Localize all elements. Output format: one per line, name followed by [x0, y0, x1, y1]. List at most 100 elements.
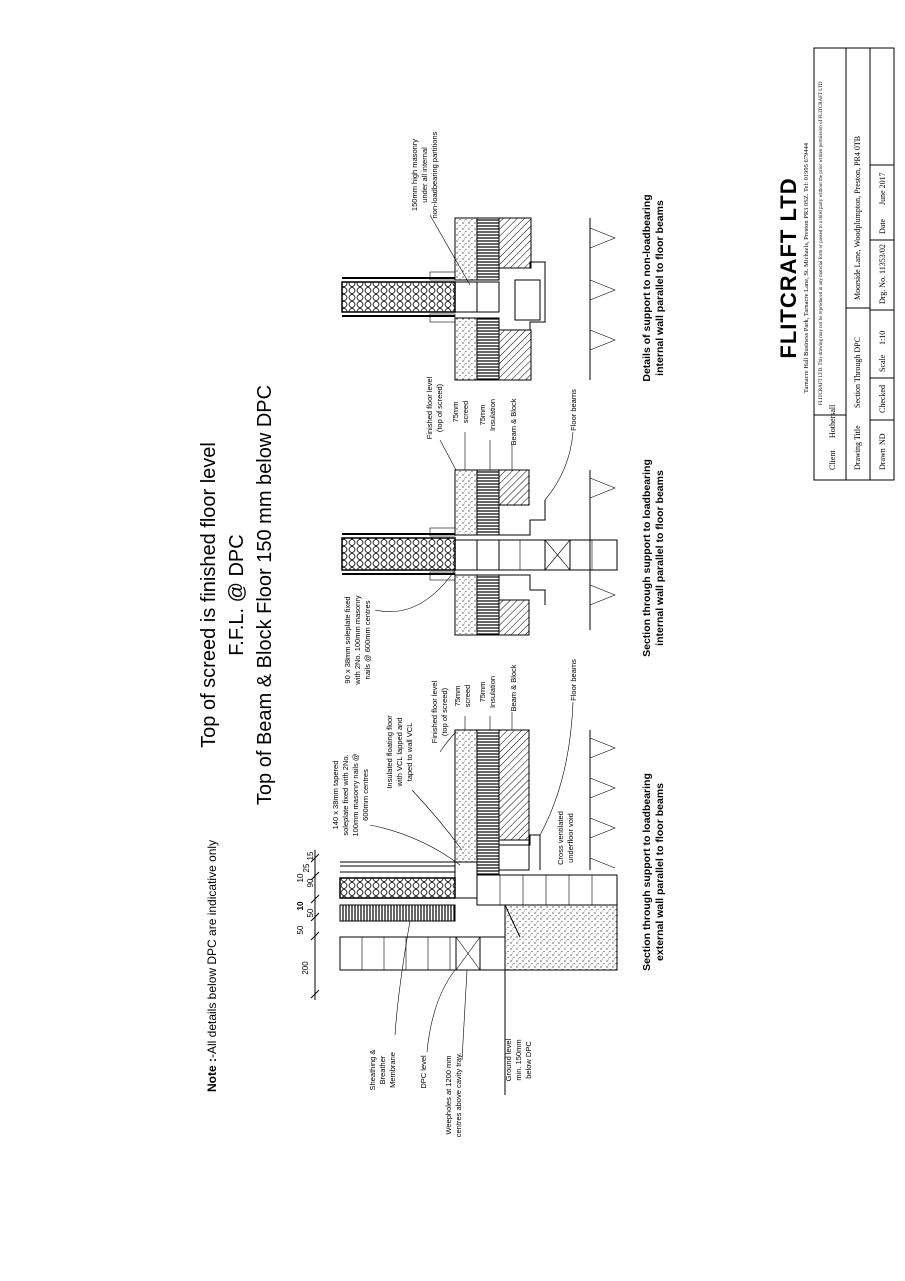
label-sole90-3: nails @ 600mm centres: [363, 600, 372, 679]
blockwork-lb: [498, 539, 618, 571]
label-insul1-1: 75mm: [478, 682, 487, 703]
section-title-3: Details of support to non-loadbearing in…: [641, 194, 666, 381]
label-sheathing-3: Membrane: [388, 1052, 397, 1088]
label-sole90-1: 90 x 38mm soleplate fixed: [343, 596, 352, 683]
label-ffl2-1: Finished floor level: [425, 376, 434, 439]
company-branding: FLITCRAFT LTD Tarnacre Hall Business Par…: [776, 142, 810, 393]
inner-blockwork: [476, 874, 618, 906]
drg-label: Drg. No.: [878, 276, 887, 304]
label-screed1-2: screed: [463, 685, 472, 708]
label-sole140-2: soleplate fixed with 2No.: [341, 754, 350, 835]
section-title-1-line2: external wall parallel to floor beams: [654, 783, 666, 961]
drawn-value: ND: [878, 433, 887, 445]
label-screed2-2: screed: [461, 401, 470, 424]
label-weepholes-2: centres above cavity tray.: [454, 1053, 463, 1137]
label-ground-1: Ground level: [504, 1038, 513, 1081]
nonloadbearing-labels: 150mm high masonry under all internal no…: [410, 131, 471, 286]
label-beamblock2: Beam & Block: [509, 398, 518, 445]
label-sole140-4: 600mm centres: [361, 769, 370, 821]
checked-label: Checked: [878, 385, 887, 413]
dim-90: 90: [306, 878, 315, 887]
section-title-3-line2: internal wall parallel to floor beams: [654, 200, 666, 376]
drawing-title-label: Drawing Title: [853, 425, 862, 470]
external-wall-labels: Sheathing & Breather Membrane DPC level …: [331, 659, 578, 1137]
screed-ext: [454, 729, 478, 863]
scale-label: Scale: [878, 354, 887, 372]
label-masonry-3: non-loadbearing partitions: [430, 131, 439, 218]
timber-frame-insulation: [339, 877, 456, 899]
label-ground-2: min. 150mm: [514, 1039, 523, 1080]
label-ffl1-1: Finished floor level: [430, 680, 439, 743]
label-sole90-2: with 2No. 100mm masonry: [353, 595, 362, 685]
section-title-2-line1: Section through support to loadbearing: [641, 459, 653, 657]
external-wall-section: 200 50 50 10 90 10 25 15: [296, 729, 618, 1095]
label-screed2-1: 75mm: [451, 402, 460, 423]
title-block: Client Hothersall FLITCRAFT LTD. This dr…: [813, 47, 895, 481]
label-ground-3: below DPC: [524, 1041, 533, 1079]
section-title-3-line1: Details of support to non-loadbearing: [641, 194, 653, 381]
sheathing-membrane: [339, 904, 456, 922]
title-block-frame: [813, 47, 895, 481]
drawing-title-value: Section Through DPC: [853, 337, 862, 408]
label-void-1: Cross ventilated: [556, 811, 565, 865]
section-title-1-line1: Section through support to loadbearing: [641, 773, 653, 971]
label-floating-1: Insulated floating floor: [385, 715, 394, 789]
partition-wall: [341, 281, 456, 313]
dim-10b: 10: [296, 873, 305, 882]
site-address: Moorside Lane, Woodplumpton, Preston, PR…: [853, 136, 862, 300]
label-insul2-2: Insulation: [488, 399, 497, 431]
heading-line2: F.F.L. @ DPC: [226, 534, 248, 655]
heading-line1: Top of screed is finished floor level: [198, 442, 220, 748]
note: Note :-All details below DPC are indicat…: [205, 840, 219, 1092]
date-value: June 2017: [878, 172, 887, 205]
label-sheathing-2: Breather: [378, 1055, 387, 1084]
note-text: -All details below DPC are indicative on…: [205, 840, 219, 1058]
section-title-2-line2: internal wall parallel to floor beams: [654, 470, 666, 646]
internal-nonloadbearing-section: [341, 217, 616, 381]
label-insul1-2: Insulation: [488, 676, 497, 708]
label-void-2: underfloor void: [566, 813, 575, 863]
label-floating-2: with VCL lapped and: [395, 718, 404, 788]
soleplate-lb: [454, 539, 478, 571]
label-floorbeams2: Floor beams: [569, 389, 578, 431]
insulation-ext: [476, 729, 500, 876]
company-address: Tarnacre Hall Business Park, Tarnacre La…: [803, 142, 810, 393]
label-masonry-1: 150mm high masonry: [410, 139, 419, 211]
dim-200: 200: [301, 961, 310, 975]
dim-25: 25: [302, 863, 311, 872]
concrete-foundation: [504, 904, 618, 971]
label-sheathing-1: Sheathing &: [368, 1050, 377, 1091]
main-headings: Top of screed is finished floor level F.…: [198, 385, 276, 805]
drawn-label: Drawn: [878, 448, 887, 470]
beam-block-ext: [498, 729, 530, 841]
masonry-150: [476, 281, 500, 313]
copyright-text: FLITCRAFT LTD. This drawing may not be r…: [819, 81, 824, 405]
label-masonry-2: under all internal: [420, 147, 429, 203]
label-ffl1-2: (top of screed): [440, 687, 449, 736]
label-beamblock1: Beam & Block: [509, 664, 518, 711]
svg-text:Note :-All details below DPC a: Note :-All details below DPC are indicat…: [205, 840, 219, 1092]
internal-loadbearing-labels: 90 x 38mm soleplate fixed with 2No. 100m…: [343, 376, 578, 685]
label-sole140-3: 100mm masonry nails @: [351, 753, 360, 836]
label-screed1-1: 75mm: [453, 686, 462, 707]
label-insul2-1: 75mm: [478, 405, 487, 426]
client-label: Client: [828, 450, 837, 470]
drg-value: 11353/02: [878, 244, 887, 274]
internal-loadbearing-section: [341, 469, 618, 636]
dim-15: 15: [306, 851, 315, 860]
section-title-1: Section through support to loadbearing e…: [641, 773, 666, 971]
label-floorbeams1: Floor beams: [569, 659, 578, 701]
date-label: Date: [878, 218, 887, 234]
section-title-2: Section through support to loadbearing i…: [641, 459, 666, 657]
dim-10a: 10: [296, 901, 305, 910]
note-bold: Note :: [205, 1058, 219, 1092]
dim-50a: 50: [296, 925, 305, 934]
label-dpc-level: DPC level: [419, 1055, 428, 1089]
heading-line3: Top of Beam & Block Floor 150 mm below D…: [254, 385, 276, 805]
company-name: FLITCRAFT LTD: [776, 177, 801, 358]
label-ffl2-2: (top of screed): [435, 383, 444, 432]
label-weepholes-1: Weepholes at 1200 mm: [444, 1055, 453, 1134]
client-value: Hothersall: [828, 404, 837, 438]
